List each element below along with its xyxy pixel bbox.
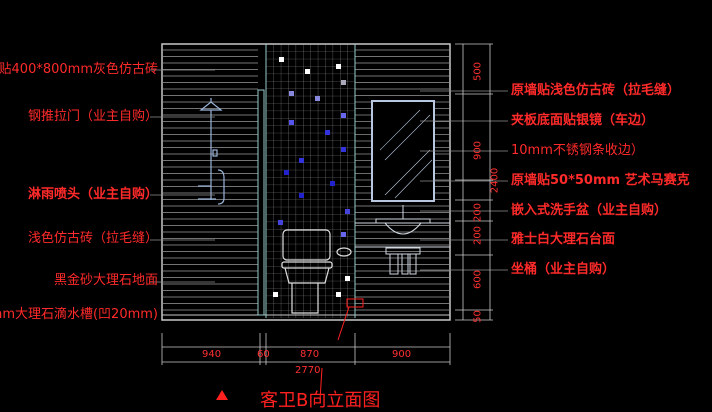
right-label: 夹板底面贴银镜（车边） xyxy=(511,113,655,128)
vdim-50: 50 xyxy=(472,310,484,323)
mosaic-tile xyxy=(341,113,346,118)
mosaic-tile xyxy=(345,209,350,214)
mosaic-tile xyxy=(289,120,294,125)
right-label: 坐桶（业主自购） xyxy=(511,262,616,277)
vdim-total-height: 2400 xyxy=(489,167,501,194)
vdim-900: 900 xyxy=(472,140,484,161)
right-label: 原墙贴浅色仿古砖（拉毛缝） xyxy=(511,83,681,98)
dim-900: 900 xyxy=(392,349,412,360)
left-label: 淋雨喷头（业主自购） xyxy=(27,187,158,202)
right-label: 雅士白大理石台面 xyxy=(511,232,616,247)
room-outline xyxy=(161,43,451,321)
right-label: 10mm不锈钢条收边） xyxy=(511,143,644,158)
wash-basin-icon xyxy=(355,205,450,275)
mosaic-tile xyxy=(279,57,284,62)
mosaic-tile xyxy=(336,292,341,297)
mosaic-tile xyxy=(299,158,304,163)
leader-lines xyxy=(150,69,508,283)
left-label: mm大理石滴水槽(凹20mm) xyxy=(0,307,158,322)
section-marker xyxy=(346,298,364,308)
left-label: 贴400*800mm灰色仿古砖 xyxy=(0,62,158,77)
mosaic-tile xyxy=(330,181,335,186)
sliding-door-frame xyxy=(257,89,265,316)
mosaic-tile xyxy=(315,96,320,101)
right-label: 原墙贴50*50mm 艺术马赛克 xyxy=(511,173,690,188)
left-label: 浅色仿古砖（拉毛缝） xyxy=(27,231,158,246)
mosaic-tile xyxy=(341,147,346,152)
dim-60: 60 xyxy=(257,349,270,360)
mosaic-tile xyxy=(341,232,346,237)
vdim-500: 500 xyxy=(472,61,484,82)
left-label: 黑金砂大理石地面 xyxy=(53,273,158,288)
right-label: 嵌入式洗手盆（业主自购） xyxy=(511,203,668,218)
mosaic-tile xyxy=(345,276,350,281)
toilet-icon xyxy=(281,229,352,314)
mosaic-tile xyxy=(305,69,310,74)
mosaic-tile xyxy=(273,292,278,297)
dimension-lines xyxy=(161,43,493,365)
mosaic-tile xyxy=(278,220,283,225)
mosaic-tile xyxy=(299,193,304,198)
drawing-title: 客卫B向立面图 xyxy=(260,390,381,411)
shower-head-icon xyxy=(198,98,225,205)
section-leader xyxy=(337,306,350,341)
mosaic-tile xyxy=(284,170,289,175)
mosaic-tile xyxy=(289,91,294,96)
vdim-600: 600 xyxy=(472,269,484,290)
title-leader xyxy=(319,367,323,400)
mosaic-wall xyxy=(266,44,355,318)
title-marker-icon xyxy=(216,390,228,400)
left-label: 钢推拉门（业主自购） xyxy=(27,109,158,124)
elevation-drawing xyxy=(150,43,508,400)
dim-870: 870 xyxy=(300,349,320,360)
dim-total-width: 2770 xyxy=(295,365,321,376)
mosaic-accent-tiles xyxy=(273,57,350,297)
dim-940: 940 xyxy=(202,349,222,360)
mosaic-tile xyxy=(325,130,330,135)
mosaic-tile xyxy=(341,80,346,85)
mosaic-tile xyxy=(336,64,341,69)
vdim-200b: 200 xyxy=(472,225,484,246)
